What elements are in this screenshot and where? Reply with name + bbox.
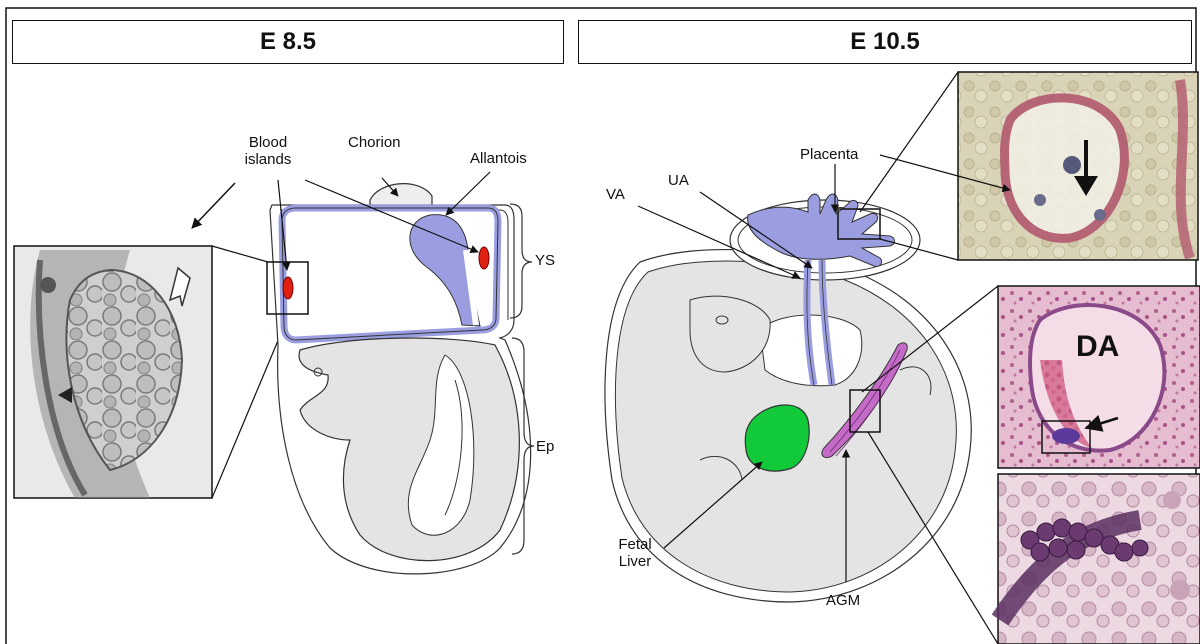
- placenta-micrograph: [958, 72, 1198, 260]
- blood-island-right: [479, 247, 489, 269]
- agm-cluster-micrograph: [998, 474, 1200, 644]
- agm-label: AGM: [826, 592, 860, 609]
- inset-connector-top: [212, 246, 268, 262]
- blood-island-micrograph: [14, 246, 212, 498]
- placenta-connector-top: [860, 72, 958, 212]
- ys-label: YS: [535, 252, 555, 269]
- blood-island-left: [283, 277, 293, 299]
- allantois-label: Allantois: [470, 150, 527, 167]
- panel-title-e105: E 10.5: [578, 20, 1192, 64]
- fetal-liver-label: Fetal Liver: [610, 536, 660, 570]
- ua-label: UA: [668, 172, 689, 189]
- inset-pointer-arrow: [192, 183, 235, 228]
- blood-islands-label: Blood islands: [238, 134, 298, 168]
- ep-label: Ep: [536, 438, 554, 455]
- chorion-label: Chorion: [348, 134, 401, 151]
- panel-title-e85: E 8.5: [12, 20, 564, 64]
- dorsal-aorta-micrograph: [998, 286, 1200, 468]
- placenta-label: Placenta: [800, 146, 858, 163]
- va-label: VA: [606, 186, 625, 203]
- e85-embryo-diagram: [267, 184, 531, 574]
- da-label: DA: [1076, 330, 1119, 364]
